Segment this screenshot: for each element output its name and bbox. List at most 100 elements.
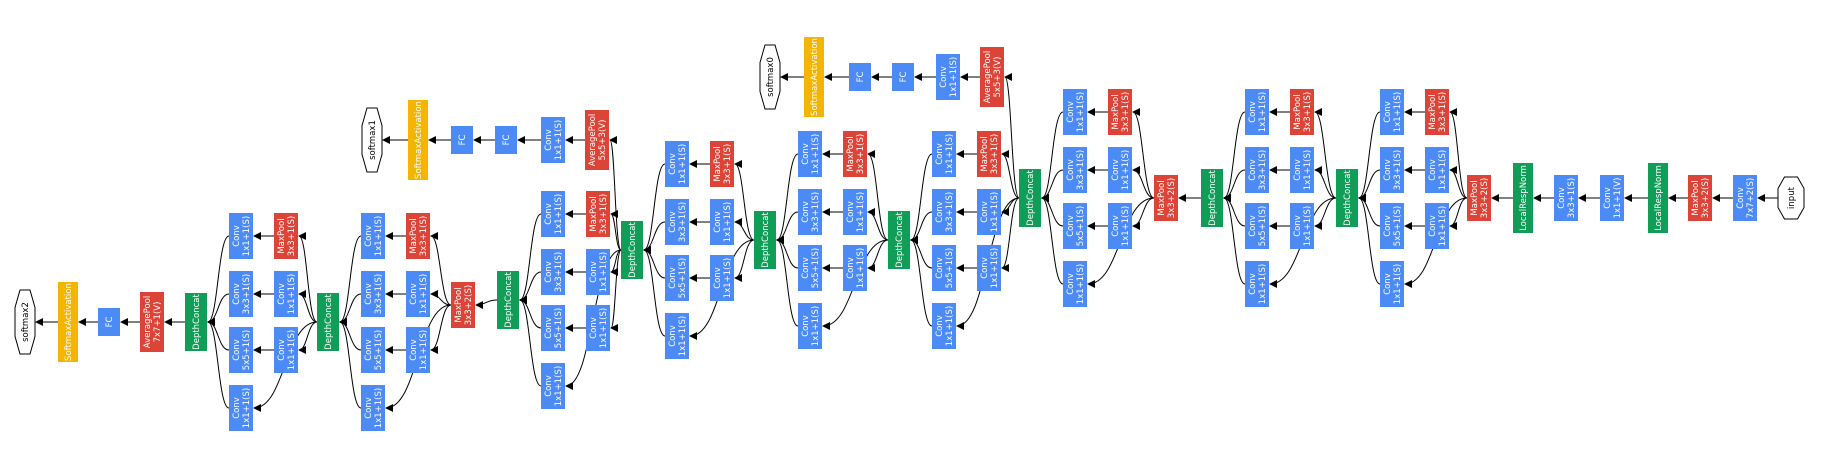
node-i3_c3b-label-0: Conv	[1066, 215, 1076, 237]
node-lrn0-box	[1648, 163, 1668, 233]
node-dc4: DepthConcat	[888, 211, 910, 269]
node-i3_c2b-label-1: 3x3+1(S)	[1076, 150, 1086, 190]
node-i8_c3b-label-1: 5x5+1(S)	[374, 330, 384, 370]
node-i4_c3a-box	[977, 245, 1001, 291]
node-i5_pm-label-1: 3x3+1(S)	[856, 134, 866, 174]
node-i6_c3a-label-0: Conv	[713, 267, 723, 289]
edge-dc5-to-i6_c2a	[734, 218, 755, 241]
node-i6_c2a-label-0: Conv	[713, 211, 723, 233]
edge-dc1-to-i2_c3a	[1314, 197, 1337, 230]
node-i4_c3b-box	[932, 245, 956, 291]
node-p3-label-0: MaxPool	[454, 287, 464, 322]
node-i3_c1-box	[1063, 261, 1087, 307]
node-input: input	[1777, 176, 1805, 220]
edge-i1_c1-to-dc1	[1358, 194, 1381, 285]
edge-dc1-to-i2_pm	[1314, 108, 1337, 199]
node-p3-label-1: 3x3+2(S)	[464, 285, 474, 325]
node-a1_pool-label-0: AveragePool	[588, 114, 598, 167]
node-i9_c1-label-0: Conv	[232, 397, 242, 419]
node-i2_c3b-box	[1245, 203, 1269, 249]
node-dc9: DepthConcat	[185, 293, 207, 351]
node-i9_pc-label-0: Conv	[232, 225, 242, 247]
node-i5_pm-box	[843, 131, 867, 177]
node-input-label-0: input	[1787, 186, 1797, 209]
node-a2_pool-label-0: AveragePool	[143, 296, 153, 349]
node-i1_c2b-label-0: Conv	[1383, 159, 1393, 181]
node-i2_c3a-label-0: Conv	[1293, 215, 1303, 237]
node-i8_c1-label-1: 1x1+1(S)	[374, 388, 384, 428]
node-dc5: DepthConcat	[754, 211, 776, 269]
node-dc5-label-0: DepthConcat	[761, 212, 771, 268]
node-a0_conv-label-1: 1x1+1(S)	[949, 57, 959, 97]
node-dc8-label-0: DepthConcat	[324, 294, 334, 350]
edge-i7_c1-to-dc7	[519, 296, 542, 387]
node-p3-box	[451, 282, 475, 328]
node-i8_c2a-label-1: 1x1+1(S)	[419, 274, 429, 314]
node-i9_c3a-label-0: Conv	[277, 339, 287, 361]
node-i5_c3a-box	[843, 245, 867, 291]
node-i6_pc-label-0: Conv	[668, 153, 678, 175]
node-i8_pm-label-1: 3x3+1(S)	[419, 216, 429, 256]
node-p1-label-0: MaxPool	[1470, 180, 1480, 215]
node-i3_c3a-label-0: Conv	[1111, 215, 1121, 237]
node-softmax0: softmax0	[759, 44, 781, 110]
node-dc4-label-0: DepthConcat	[895, 212, 905, 268]
node-i7_c1-label-1: 1x1+1(S)	[554, 366, 564, 406]
node-c0-label-0: Conv	[1736, 187, 1746, 209]
edge-p3-to-i8_c3a	[430, 304, 452, 354]
node-i1_pc-label-1: 1x1+1(S)	[1393, 92, 1403, 132]
node-i6_c3b-box	[665, 255, 689, 301]
node-softmax2-label-0: softmax2	[21, 302, 31, 342]
edges-layer	[35, 73, 1779, 412]
edge-p2-to-i3_c2a	[1132, 166, 1155, 199]
node-i2_c2b-label-0: Conv	[1248, 159, 1258, 181]
node-i3_c3a-label-1: 1x1+1(S)	[1121, 206, 1131, 246]
node-a1_fc1-box	[495, 126, 517, 154]
edge-i5_c1-to-dc5	[776, 236, 799, 327]
node-i3_pm-label-1: 3x3+1(S)	[1121, 92, 1131, 132]
node-a1_conv-label-0: Conv	[544, 129, 554, 151]
node-i9_c3b-box	[229, 327, 253, 373]
node-i1_c2a-label-1: 1x1+1(S)	[1438, 150, 1448, 190]
edge-dc6-to-i7_pm	[610, 210, 622, 251]
node-i4_c2a-label-1: 1x1+1(S)	[990, 192, 1000, 232]
node-a0_sm-label-0: SoftmaxActivation	[810, 38, 820, 116]
edge-p1-to-i1_c3a	[1449, 197, 1468, 230]
node-i6_c3b-label-1: 5x5+1(S)	[678, 258, 688, 298]
node-a0_pool-label-0: AveragePool	[983, 51, 993, 104]
node-softmax2-shape	[14, 289, 36, 355]
node-i6_c1-label-1: 1x1+1(S)	[678, 316, 688, 356]
node-i2_pm-label-0: MaxPool	[1293, 94, 1303, 129]
node-softmax1-shape	[361, 107, 383, 173]
node-i1_c3b-label-0: Conv	[1383, 215, 1393, 237]
node-a1_conv-box	[541, 117, 565, 163]
node-i2_c1-box	[1245, 261, 1269, 307]
edge-dc5-to-i6_pm	[734, 160, 755, 241]
edge-dc1-to-i2_c2a	[1314, 166, 1337, 199]
node-a0_fc2: FC	[849, 63, 871, 91]
node-p0-box	[1688, 175, 1712, 221]
node-lrn1: LocalRespNorm	[1513, 163, 1533, 233]
node-a0_fc2-box	[849, 63, 871, 91]
node-dc6: DepthConcat	[621, 221, 643, 279]
node-i5_c1-box	[798, 303, 822, 349]
node-i2_c2a-box	[1290, 147, 1314, 193]
node-softmax2: softmax2	[14, 289, 36, 355]
